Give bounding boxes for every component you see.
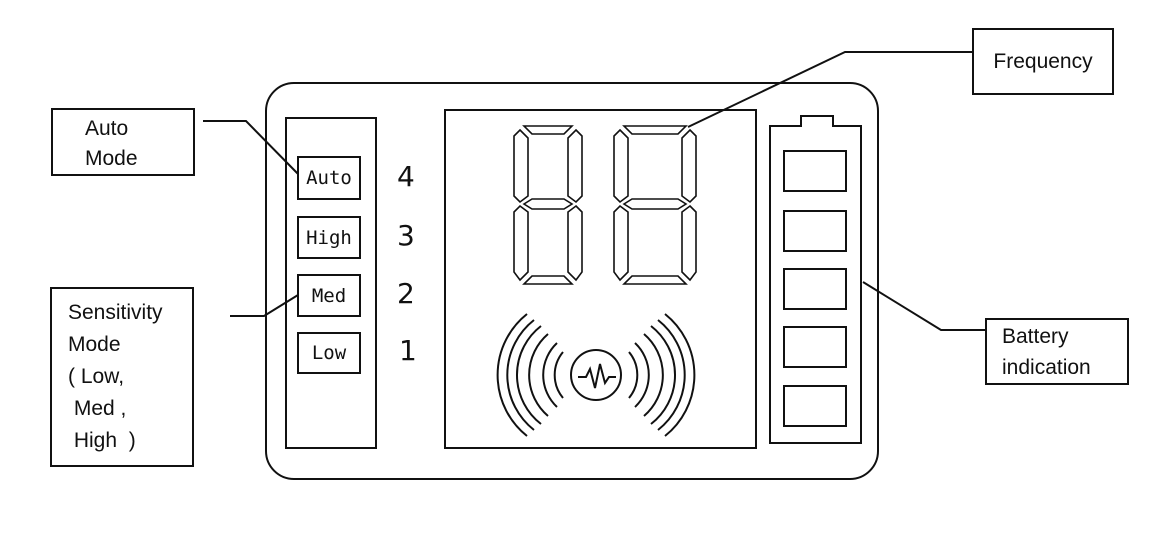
callout-auto-mode-line-2: Mode [85, 147, 138, 170]
callout-sensitivity-line-4: Med , [68, 397, 127, 420]
leader-battery [862, 281, 985, 331]
mode-panel [285, 117, 377, 449]
callout-frequency: Frequency [972, 28, 1114, 95]
callout-sensitivity-mode: Sensitivity Mode ( Low, Med , High ) [50, 287, 194, 467]
device-body [265, 82, 879, 480]
low-mode-button[interactable]: Low [297, 332, 361, 374]
display-panel [444, 109, 757, 449]
callout-battery-line-2: indication [1002, 356, 1091, 379]
battery-outline [769, 115, 862, 444]
battery-cell-1 [783, 385, 847, 427]
callout-auto-mode-line-1: Auto [85, 117, 129, 140]
battery-cell-3 [783, 268, 847, 310]
callout-battery: Battery indication [985, 318, 1129, 385]
leader-auto-mode [203, 120, 302, 178]
callout-sensitivity-line-3: ( Low, [68, 365, 125, 388]
leader-frequency [687, 51, 972, 128]
vibration-signal-icon [496, 313, 696, 437]
leader-sensitivity-mode [230, 294, 299, 317]
callout-battery-line-1: Battery [1002, 325, 1069, 348]
med-mode-button[interactable]: Med [297, 274, 361, 317]
seven-segment-digit-1 [513, 125, 583, 285]
level-number-3: 3 [397, 219, 415, 252]
seven-segment-digit-2 [613, 125, 697, 285]
callout-frequency-label: Frequency [993, 49, 1093, 73]
callout-sensitivity-line-2: Mode [68, 333, 121, 356]
callout-sensitivity-line-5: High ) [68, 429, 136, 452]
high-mode-button[interactable]: High [297, 216, 361, 259]
callout-auto-mode: Auto Mode [51, 108, 195, 176]
level-number-1: 1 [399, 334, 417, 367]
battery-cell-4 [783, 210, 847, 252]
battery-cell-2 [783, 326, 847, 368]
battery-cell-5 [783, 150, 847, 192]
level-number-4: 4 [397, 160, 415, 193]
callout-sensitivity-line-1: Sensitivity [68, 301, 163, 324]
auto-mode-button[interactable]: Auto [297, 156, 361, 200]
level-number-2: 2 [397, 277, 415, 310]
